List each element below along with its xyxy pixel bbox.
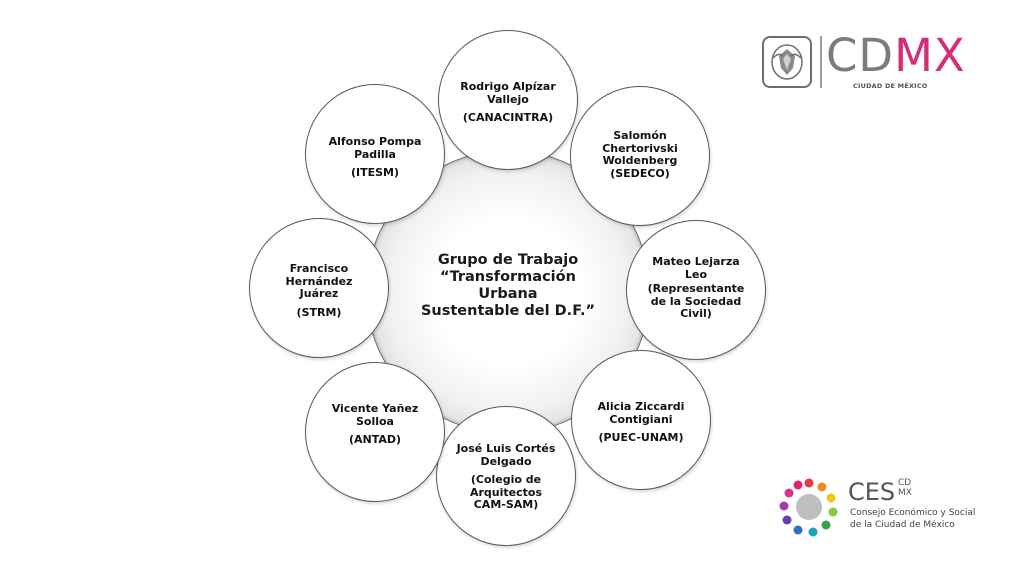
member-org: (Representante de la Sociedad Civil)	[647, 282, 745, 320]
member-name: Alicia Ziccardi Contigiani	[597, 400, 685, 426]
member-name: José Luis Cortés Delgado	[456, 442, 556, 468]
ces-emblem-icon	[779, 478, 838, 537]
member-node-ziccardi: Alicia Ziccardi Contigiani (PUEC-UNAM)	[571, 350, 711, 490]
member-name: Francisco Hernández Juárez	[285, 262, 353, 300]
member-org: (PUEC-UNAM)	[598, 431, 684, 444]
cdmx-wordmark: CDMX	[826, 29, 966, 83]
ces-logo: CES CD MX Consejo Económico y Social de …	[776, 474, 986, 544]
member-org: (ANTAD)	[348, 433, 402, 446]
member-node-chertorivski: Salomón Chertorivski Woldenberg (SEDECO)	[570, 86, 710, 226]
member-node-hernandez: Francisco Hernández Juárez (STRM)	[249, 218, 389, 358]
center-title-line-1: Grupo de Trabajo	[437, 252, 579, 268]
member-node-pompa: Alfonso Pompa Padilla (ITESM)	[305, 84, 445, 224]
cdmx-cd: CD	[826, 29, 895, 82]
seal-icon	[762, 36, 812, 88]
member-org: (Colegio de Arquitectos CAM-SAM)	[469, 473, 542, 511]
ces-line-2: de la Ciudad de México	[850, 520, 955, 530]
member-org: (ITESM)	[350, 166, 400, 179]
center-title-line-3: Sustentable del D.F.”	[420, 303, 596, 319]
member-name: Rodrigo Alpízar Vallejo	[460, 80, 556, 106]
ces-line-1: Consejo Económico y Social	[850, 508, 976, 518]
member-node-lejarza: Mateo Lejarza Leo(Representante de la So…	[626, 220, 766, 360]
center-title-line-2: “Transformación Urbana	[440, 269, 576, 302]
logo-divider	[820, 36, 822, 88]
member-node-yanez: Vicente Yañez Solloa (ANTAD)	[305, 362, 445, 502]
center-title: Grupo de Trabajo “Transformación Urbana …	[408, 252, 608, 320]
member-name: Mateo Lejarza Leo	[652, 255, 740, 281]
member-org: (STRM)	[296, 305, 342, 319]
member-node-cortes: José Luis Cortés Delgado (Colegio de Arqu…	[436, 406, 576, 546]
cdmx-subtitle: CIUDAD DE MÉXICO	[853, 82, 928, 90]
member-name: Alfonso Pompa Padilla	[328, 135, 422, 161]
ces-cdmx: CD MX	[898, 478, 912, 498]
ces-wordmark: CES	[848, 478, 896, 506]
member-name: Salomón Chertorivski Woldenberg (SEDECO)	[602, 129, 678, 180]
cdmx-logo: CDMX CIUDAD DE MÉXICO	[762, 29, 965, 94]
member-name: Vicente Yañez Solloa	[331, 402, 419, 428]
member-node-alpizar: Rodrigo Alpízar Vallejo (CANACINTRA)	[438, 30, 578, 170]
member-org: (CANACINTRA)	[462, 111, 554, 124]
cdmx-mx: MX	[894, 29, 966, 82]
